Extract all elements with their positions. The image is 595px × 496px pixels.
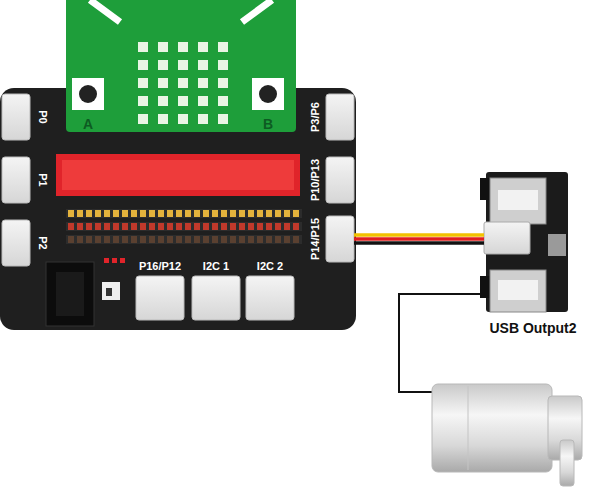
button-a [79, 85, 97, 103]
dc-jack-hole [56, 272, 84, 316]
pin-label: P10/P13 [310, 159, 321, 201]
usb-port-lower-slot [498, 280, 538, 300]
three-wire-cable [354, 235, 484, 243]
pin-label: B [263, 117, 273, 131]
power-switch [102, 282, 120, 300]
node-label: USB Output2 [489, 321, 576, 335]
pin-label: A [83, 117, 93, 131]
motor-cable [399, 294, 486, 392]
wire-strand [354, 237, 484, 241]
microbit-notch [90, 0, 272, 22]
pin-label: P16/P12 [139, 261, 181, 272]
port-connector: P14/P15 [306, 212, 356, 266]
dc-jack [46, 262, 94, 326]
bottom-sockets [136, 276, 294, 320]
pump-nozzle [560, 440, 574, 486]
pin-label: P0 [37, 110, 48, 123]
usb-port-upper [490, 178, 546, 224]
motor-seam [468, 386, 469, 470]
header-pins [66, 209, 302, 244]
node-label: P14/P15 [310, 218, 321, 260]
power-pins [104, 258, 125, 263]
wire-strand [354, 241, 484, 245]
edge-connector-slot [62, 160, 294, 190]
edge-connector [56, 154, 300, 196]
usb-port-tab [480, 178, 490, 200]
pin-label: I2C 2 [257, 261, 283, 272]
left-sockets [2, 94, 30, 266]
button-a-frame [72, 78, 104, 110]
button-b-frame [252, 78, 284, 110]
module-tab [548, 234, 566, 256]
power-switch-knob [106, 288, 112, 296]
button-b [259, 85, 277, 103]
right-sockets [326, 94, 354, 262]
pin-label: P3/P6 [310, 102, 321, 132]
led-matrix [138, 42, 228, 124]
usb-port-lower [490, 270, 546, 312]
pump-motor [432, 384, 552, 472]
usb-port-upper-slot [498, 190, 538, 210]
pin-label: I2C 1 [203, 261, 229, 272]
wire-strand [354, 233, 484, 237]
usb-output-module: USB Output2 [480, 172, 586, 340]
microbit-board [66, 0, 296, 132]
pin-label: P2 [37, 236, 48, 249]
pin-label: P1 [37, 173, 48, 186]
module-socket [484, 222, 530, 254]
